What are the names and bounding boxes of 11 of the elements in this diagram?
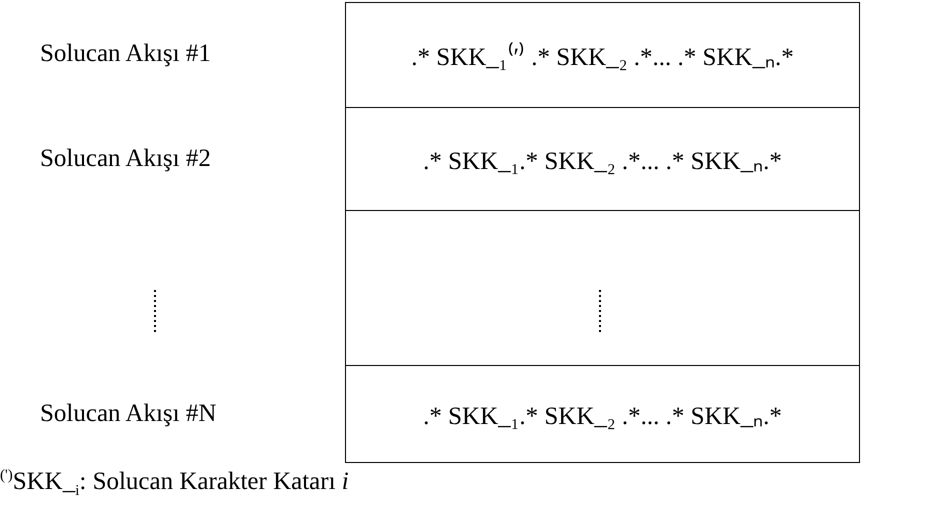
pattern-text: .* SKK_₁.* SKK_₂ .*... .* SKK_ₙ.* [423, 147, 782, 176]
pattern-text: .* SKK_₁.* SKK_₂ .*... .* SKK_ₙ.* [423, 402, 782, 431]
row-label: Solucan Akışı #2 [40, 145, 211, 173]
empty-table-cell [345, 210, 860, 366]
row-label: Solucan Akışı #N [40, 400, 216, 428]
pattern-text: .* SKK_₁⁽′⁾ .* SKK_₂ .*... .* SKK_ₙ.* [411, 41, 794, 72]
table-cell [345, 107, 860, 211]
table-cell [345, 2, 860, 108]
footnote: $^{(')}$SKK_$_{i}$: Solucan Karakter Katarı i [0, 468, 349, 496]
row-label: Solucan Akışı #1 [40, 40, 211, 68]
table-cell [345, 365, 860, 463]
